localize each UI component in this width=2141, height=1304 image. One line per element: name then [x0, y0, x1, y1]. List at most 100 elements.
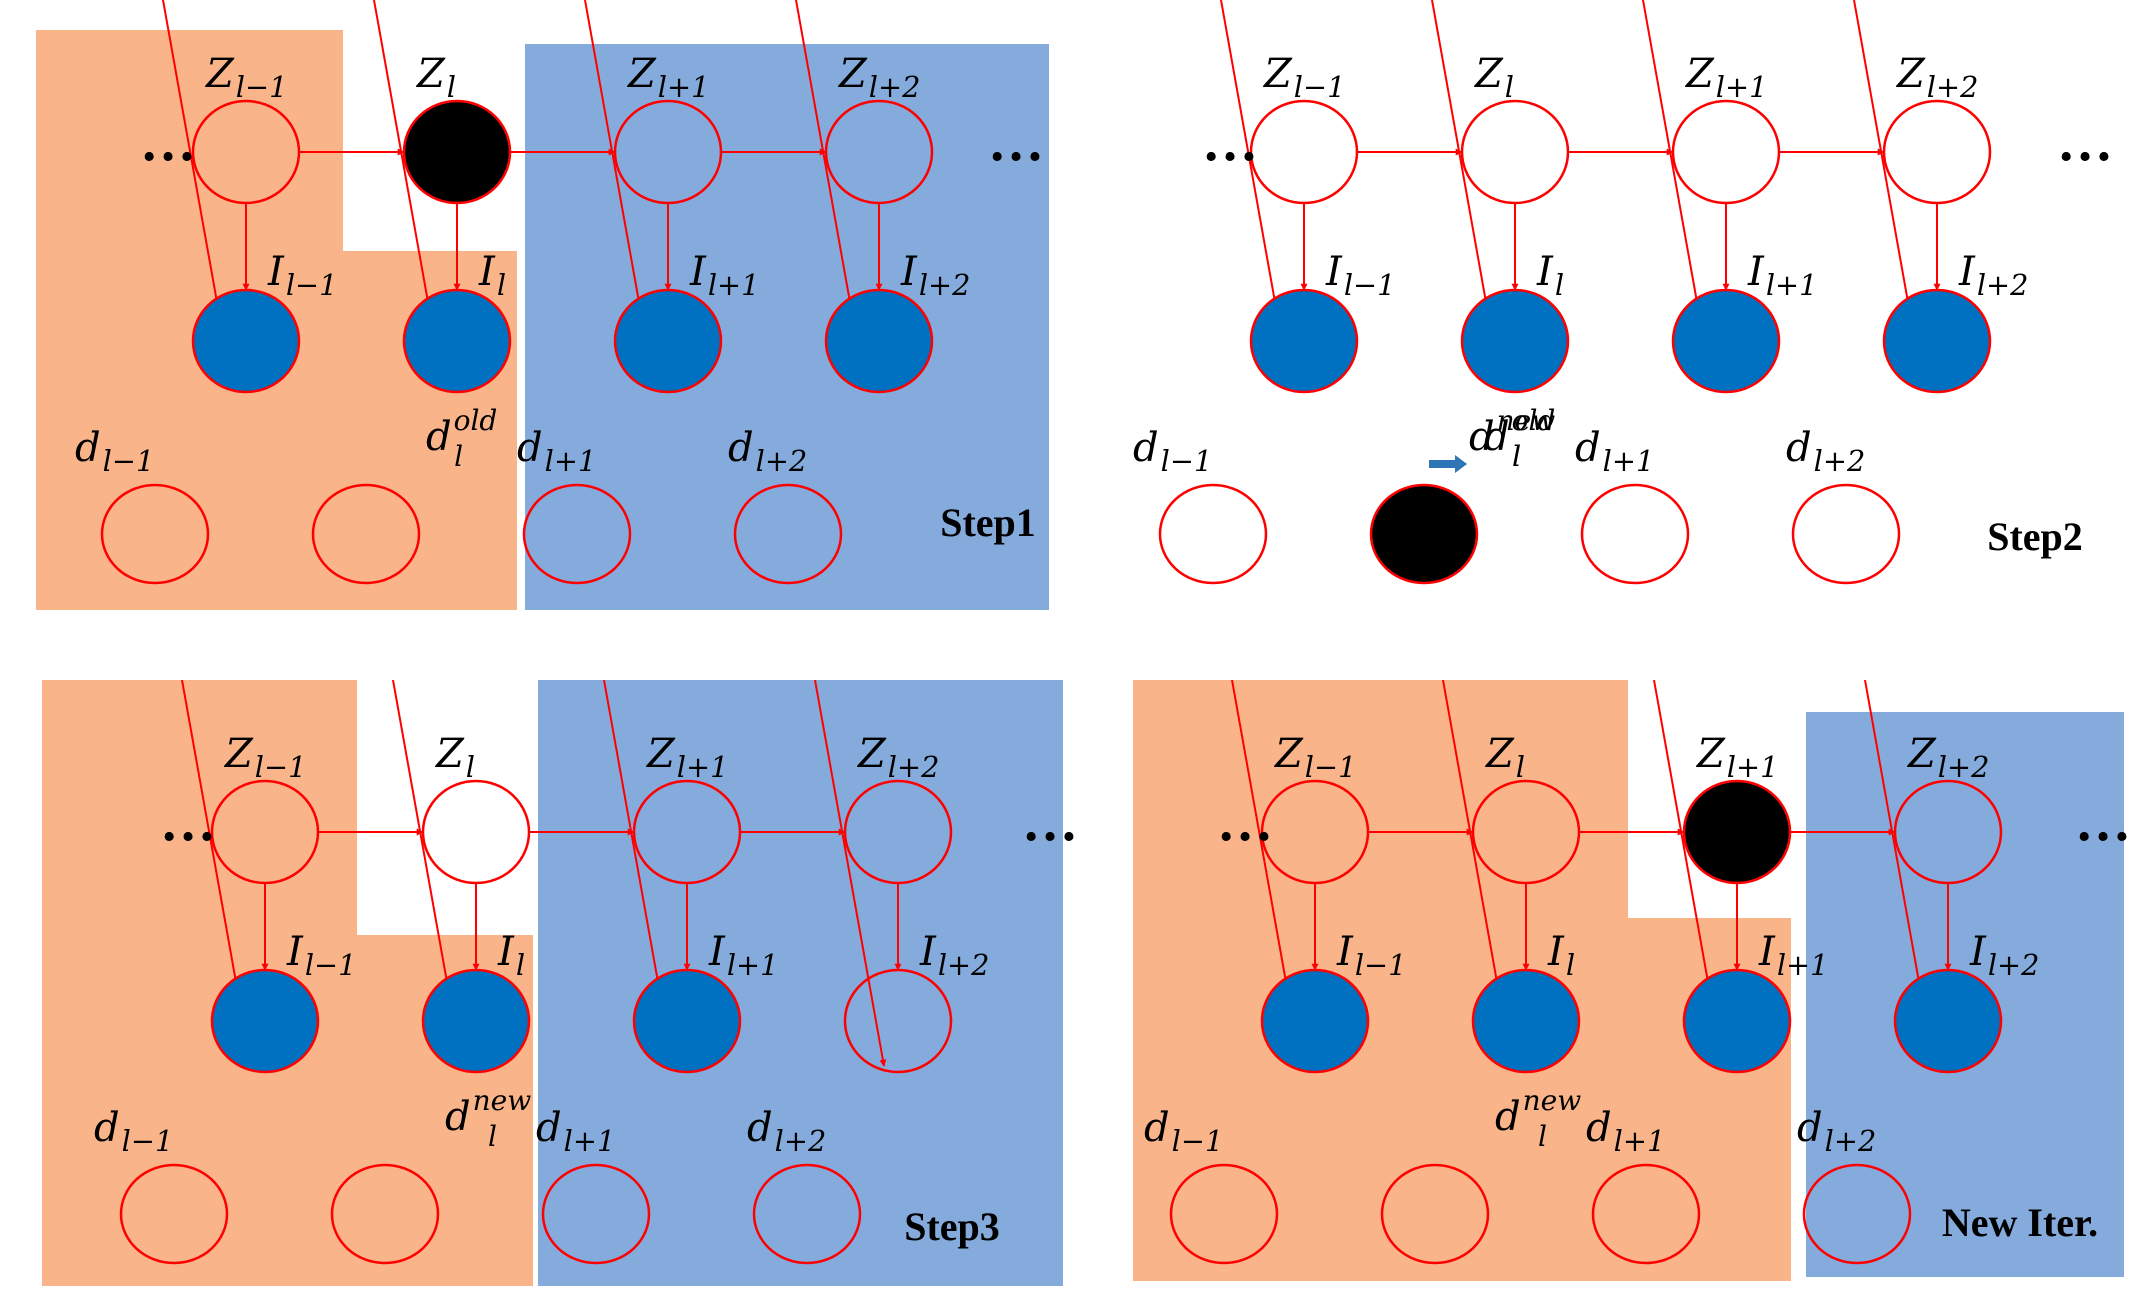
step-label: Step2: [1987, 514, 2083, 559]
z-label: Zl+1: [1684, 51, 1767, 104]
i-label: Il+1: [689, 249, 759, 302]
z-label: Zl: [1473, 51, 1514, 104]
d-label: dl+2: [728, 425, 807, 478]
d-label: dl+1: [1575, 425, 1654, 478]
z-label: Zl−1: [1262, 51, 1345, 104]
d-node: [1169, 1163, 1279, 1265]
z-node: [632, 779, 742, 885]
i-node: [1460, 288, 1570, 394]
d-node: [752, 1163, 862, 1265]
i-label: Il+2: [919, 929, 989, 982]
d-label: dl+2: [747, 1105, 826, 1158]
z-node: [1682, 779, 1792, 885]
z-node: [1893, 779, 2003, 885]
orange-region: [1133, 680, 1791, 1281]
z-node: [191, 99, 301, 205]
z-label: Zl+2: [856, 731, 939, 784]
i-label: Il+2: [1969, 929, 2039, 982]
i-node: [1882, 288, 1992, 394]
d-node: [541, 1163, 651, 1265]
i-label: Il: [1536, 249, 1564, 302]
d-node: [1580, 483, 1690, 585]
ellipsis-right: …: [988, 111, 1044, 173]
i-node: [632, 968, 742, 1074]
i-label: Il+1: [1758, 929, 1828, 982]
z-node: [1671, 99, 1781, 205]
d-node: [1802, 1163, 1912, 1265]
i-node: [1671, 288, 1781, 394]
i-label: Il: [497, 929, 525, 982]
z-node: [843, 779, 953, 885]
i-node: [402, 288, 512, 394]
i-node: [1893, 968, 2003, 1074]
i-node: [1260, 968, 1370, 1074]
d-to-i-arrow: [814, 679, 887, 1067]
d-label: dl+1: [517, 425, 596, 478]
d-label: dl−1: [1144, 1105, 1223, 1158]
blue-region: [538, 680, 1063, 1286]
d-node: [1591, 1163, 1701, 1265]
z-label: Zl: [415, 51, 456, 104]
ellipsis-left: …: [1217, 791, 1273, 853]
d-node: [733, 483, 843, 585]
z-label: Zl+2: [1906, 731, 1989, 784]
z-node: [402, 99, 512, 205]
d-label: dl−1: [1133, 425, 1212, 478]
d-node: [100, 483, 210, 585]
i-label: Il−1: [286, 929, 356, 982]
i-node: [191, 288, 301, 394]
d-label: dl−1: [94, 1105, 173, 1158]
i-label: Il−1: [1336, 929, 1406, 982]
ellipsis-right: …: [2057, 111, 2113, 173]
ellipsis-right: …: [1022, 791, 1078, 853]
z-node: [1882, 99, 1992, 205]
d-node: [1369, 483, 1479, 585]
z-node: [421, 779, 531, 885]
i-label: Il: [478, 249, 506, 302]
z-label: Zl+1: [626, 51, 709, 104]
z-node: [1471, 779, 1581, 885]
step-label: New Iter.: [1942, 1200, 2098, 1245]
d-node: [1791, 483, 1901, 585]
i-label: Il+1: [1747, 249, 1817, 302]
ellipsis-left: …: [160, 791, 216, 853]
z-node: [824, 99, 934, 205]
d-node: [1380, 1163, 1490, 1265]
z-label: Zl: [434, 731, 475, 784]
d-node: [311, 483, 421, 585]
z-node: [1460, 99, 1570, 205]
i-node: [613, 288, 723, 394]
z-node: [613, 99, 723, 205]
d-label: dl+1: [536, 1105, 615, 1158]
z-node: [1260, 779, 1370, 885]
i-node: [843, 968, 953, 1074]
step-label: Step1: [940, 500, 1036, 545]
old-to-new-arrow-icon: [1429, 455, 1467, 473]
z-label: Zl−1: [1273, 731, 1356, 784]
d-node: [522, 483, 632, 585]
i-node: [210, 968, 320, 1074]
d-node: [119, 1163, 229, 1265]
i-label: Il+1: [708, 929, 778, 982]
z-label: Zl−1: [223, 731, 306, 784]
i-node: [421, 968, 531, 1074]
d-label: dl+1: [1586, 1105, 1665, 1158]
d-label: dl+2: [1786, 425, 1865, 478]
d-node: [330, 1163, 440, 1265]
z-label: Zl+1: [645, 731, 728, 784]
i-label: Il+2: [900, 249, 970, 302]
ellipsis-right: …: [2075, 791, 2131, 853]
ellipsis-left: …: [140, 111, 196, 173]
z-label: Zl+2: [837, 51, 920, 104]
i-node: [1682, 968, 1792, 1074]
